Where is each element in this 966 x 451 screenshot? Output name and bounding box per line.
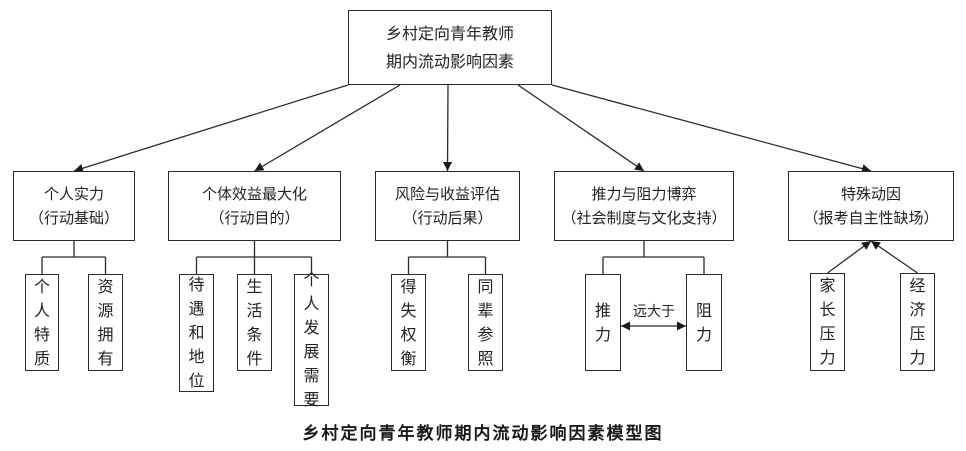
category-title: 个体效益最大化 <box>201 185 307 203</box>
category-special-motive: 特殊动因 （报考自主性缺场） <box>788 171 954 241</box>
root-title-line-2: 期内流动影响因素 <box>385 51 514 71</box>
category-risk-return: 风险与收益评估 （行动后果） <box>375 171 520 241</box>
arrow-root-to-cat-individual-strength <box>73 84 349 173</box>
leaf-label: 经济压力 <box>909 276 926 367</box>
category-subtitle: （行动后果） <box>402 209 493 227</box>
leaf-label: 个人发展需要 <box>303 270 320 409</box>
leaf-label: 资源拥有 <box>97 276 114 368</box>
leaf-push-force: 推力 <box>585 274 621 371</box>
category-subtitle: （报考自主性缺场） <box>803 209 939 227</box>
root-node: 乡村定向青年教师 期内流动影响因素 <box>348 10 552 85</box>
leaf-pay-and-status: 待遇和地位 <box>179 274 214 392</box>
leaf-label: 待遇和地位 <box>188 275 205 390</box>
category-individual-strength: 个人实力 （行动基础） <box>13 171 135 241</box>
leaf-label: 推力 <box>594 300 611 344</box>
category-push-pull: 推力与阻力博弈 （社会制度与文化支持） <box>554 171 734 241</box>
leaf-living-conditions: 生活条件 <box>237 274 272 371</box>
leaf-development-needs: 个人发展需要 <box>294 270 329 409</box>
figure-caption: 乡村定向青年教师期内流动影响因素模型图 <box>302 424 664 444</box>
leaf-resource-ownership: 资源拥有 <box>88 274 123 371</box>
category-subtitle: （行动基础） <box>28 209 119 227</box>
leaf-label: 阻力 <box>695 300 712 344</box>
category-title: 推力与阻力博弈 <box>591 185 697 203</box>
arrow-root-to-cat-risk-return <box>443 84 453 172</box>
arrow-parent-pressure-to-cat-special-motive <box>827 240 872 274</box>
relation-label-much-greater-than: 远大于 <box>633 304 675 320</box>
category-title: 个人实力 <box>43 185 104 203</box>
leaf-label: 生活条件 <box>246 276 263 368</box>
leaf-resistance-force: 阻力 <box>686 274 722 371</box>
category-subtitle: （社会制度与文化支持） <box>561 209 727 227</box>
leaf-peer-reference: 同辈参照 <box>468 274 503 371</box>
leaf-gain-loss-balance: 得失权衡 <box>391 274 426 371</box>
leaf-label: 个人特质 <box>33 276 50 368</box>
leaf-economic-pressure: 经济压力 <box>900 273 935 371</box>
leaf-label: 得失权衡 <box>400 276 417 368</box>
category-subtitle: （行动目的） <box>209 209 300 227</box>
category-benefit-maximization: 个体效益最大化 （行动目的） <box>168 171 341 241</box>
arrow-root-to-cat-push-pull <box>517 84 645 172</box>
category-title: 特殊动因 <box>840 185 901 203</box>
arrow-root-to-cat-special-motive <box>551 84 872 174</box>
leaf-parent-pressure: 家长压力 <box>810 273 845 371</box>
leaf-personal-traits: 个人特质 <box>25 274 59 371</box>
root-title-line-1: 乡村定向青年教师 <box>385 23 514 43</box>
leaf-label: 家长压力 <box>819 276 836 367</box>
arrow-economic-pressure-to-cat-special-motive <box>870 240 918 274</box>
leaf-label: 同辈参照 <box>477 276 494 368</box>
arrow-root-to-cat-benefit-max <box>254 84 401 172</box>
category-title: 风险与收益评估 <box>394 185 500 203</box>
